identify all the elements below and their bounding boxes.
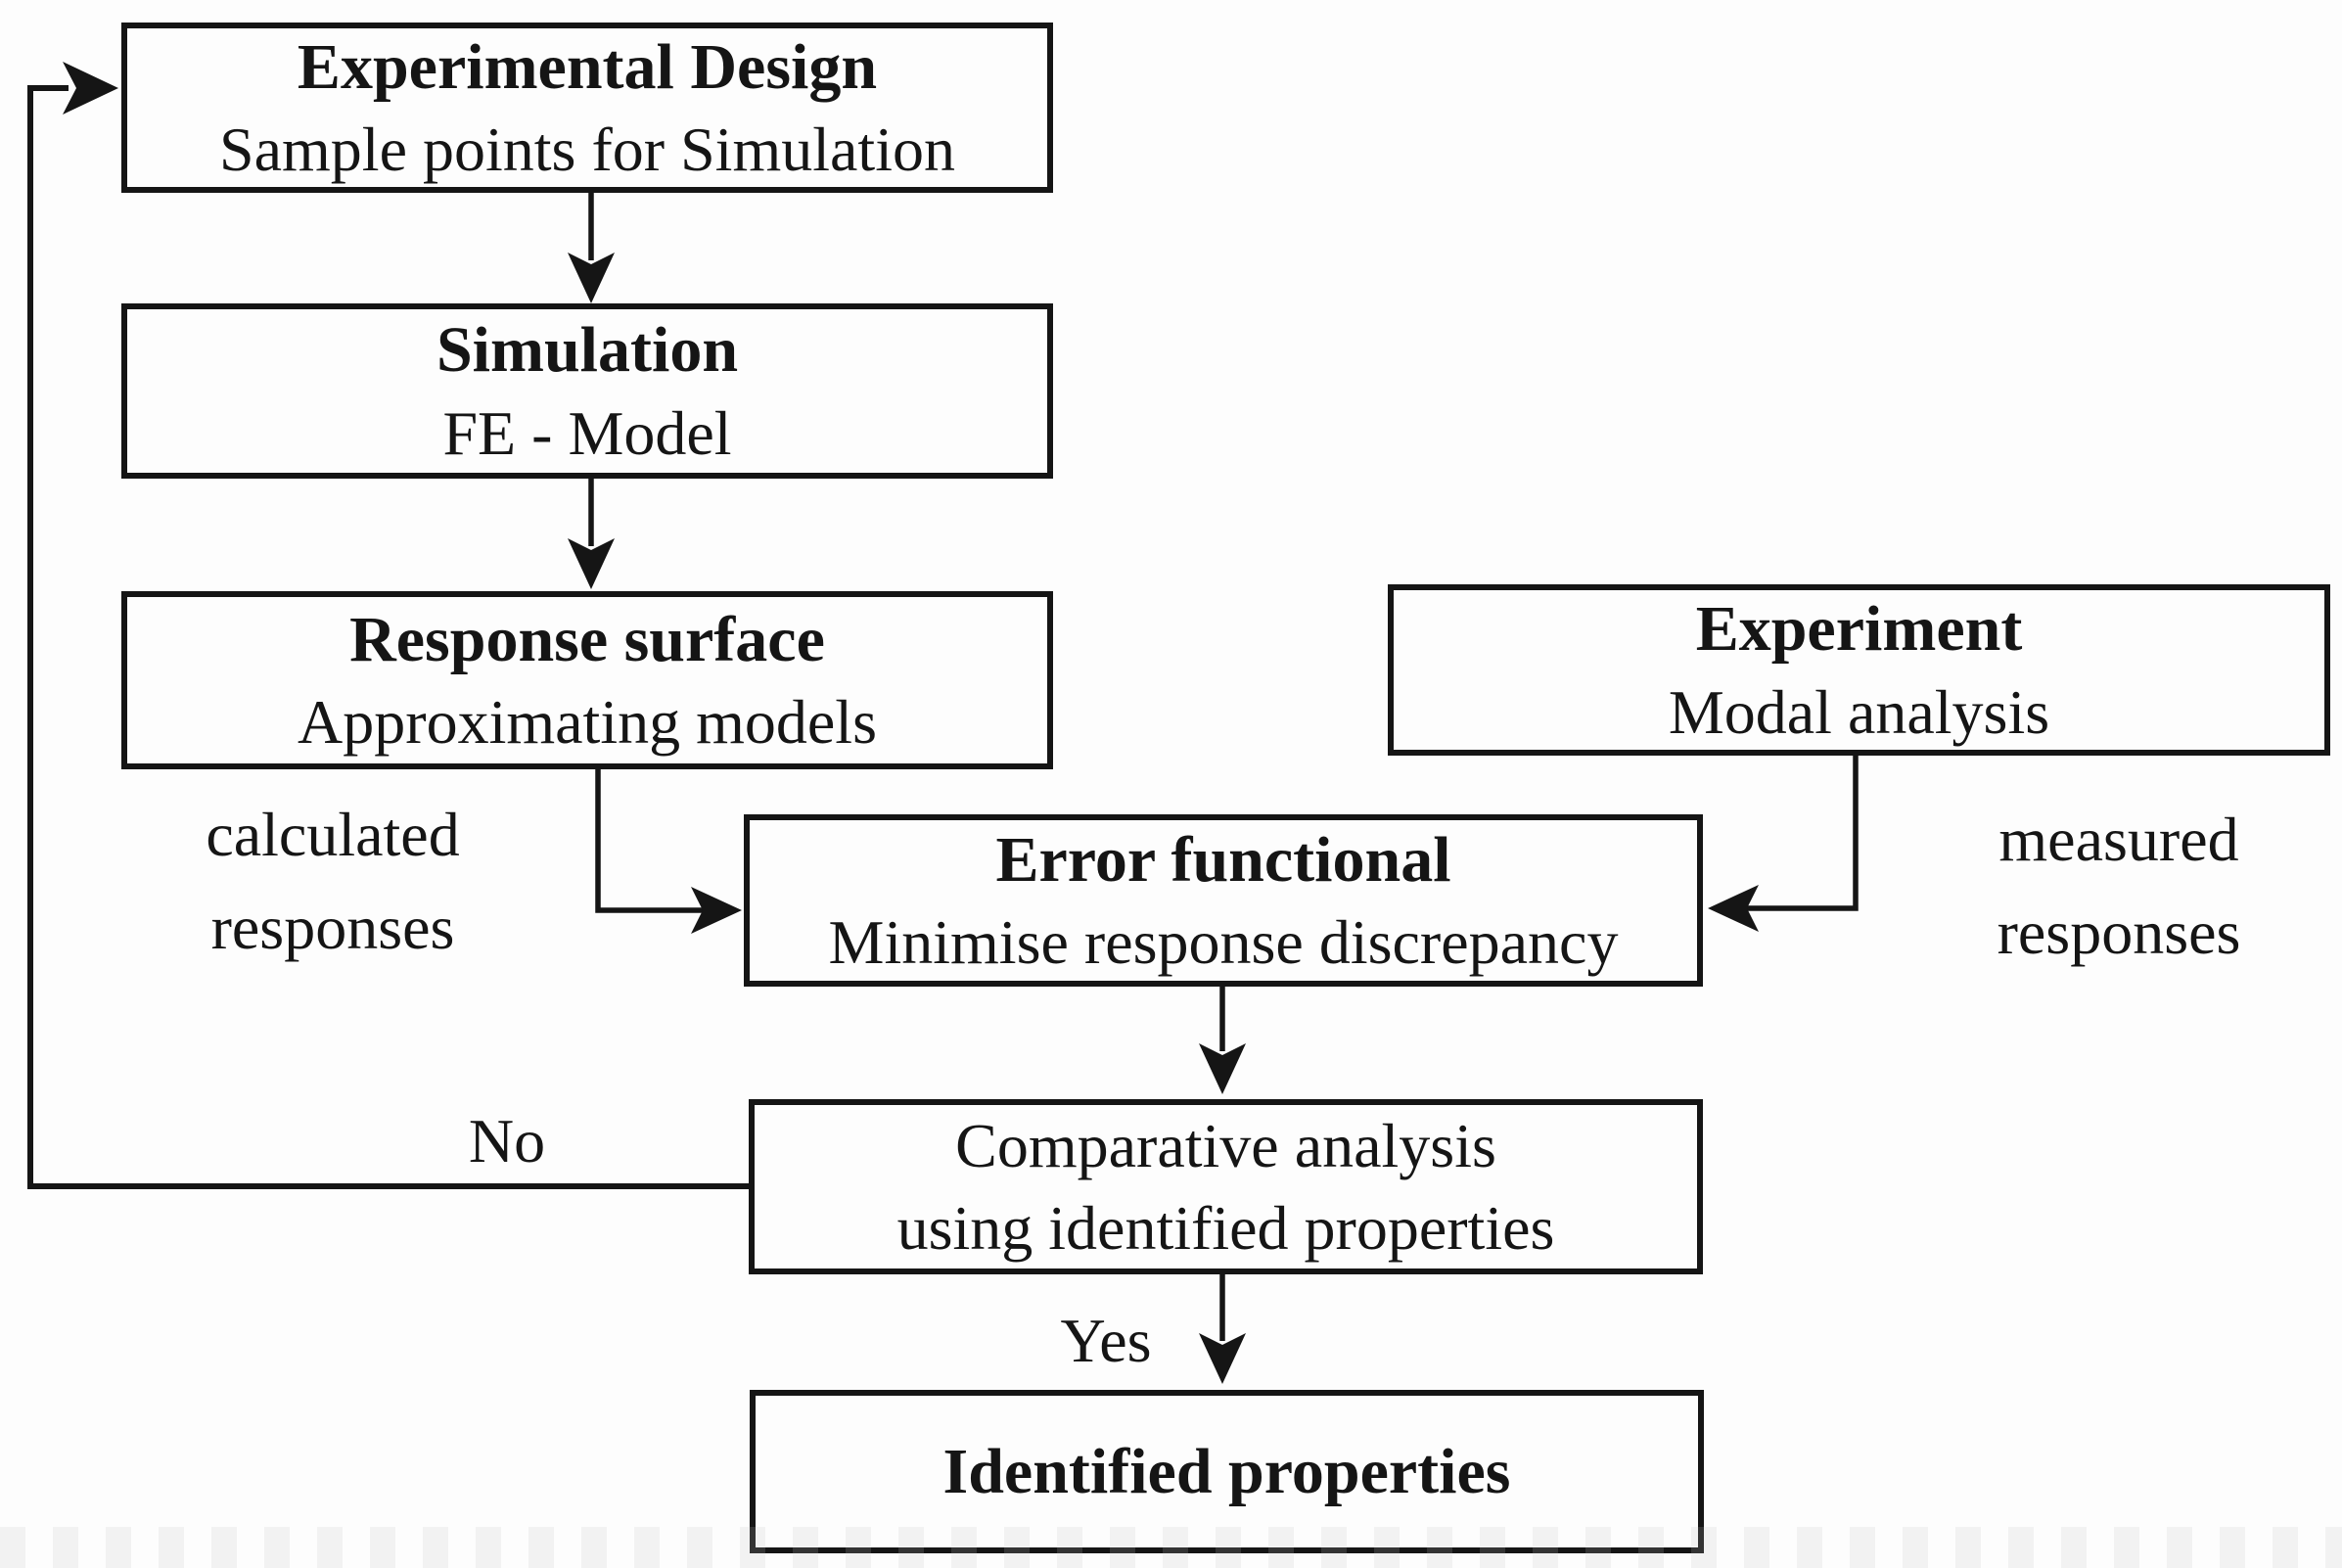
box-response-surface-title: Response surface <box>349 603 825 675</box>
arrow-simulation-to-response-head <box>568 538 615 589</box>
arrow-response-to-error-elbow <box>595 769 707 913</box>
label-calculated-responses-line1: calculated <box>206 800 460 869</box>
box-experimental-design-title: Experimental Design <box>297 30 878 103</box>
box-identified-properties: Identified properties <box>750 1390 1704 1553</box>
box-comparative-analysis-line2: using identified properties <box>896 1192 1555 1263</box>
label-yes: Yes <box>1060 1306 1152 1375</box>
box-simulation-subtitle: FE - Model <box>442 397 732 468</box>
arrow-response-to-error-head <box>691 887 742 934</box>
box-error-functional-title: Error functional <box>995 823 1451 896</box>
arrow-experiment-to-error-head <box>1708 885 1759 932</box>
feedback-no-loop-line <box>27 85 749 1189</box>
box-experimental-design: Experimental Design Sample points for Si… <box>121 23 1053 193</box>
box-simulation-title: Simulation <box>436 314 739 387</box>
box-error-functional-subtitle: Minimise response discrepancy <box>828 907 1619 978</box>
box-error-functional: Error functional Minimise response discr… <box>744 814 1703 987</box>
bottom-scan-artifact <box>0 1527 2342 1568</box>
box-experiment-title: Experiment <box>1695 593 2023 666</box>
box-response-surface-subtitle: Approximating models <box>298 687 877 758</box>
arrow-experiment-to-error-elbow <box>1743 756 1859 911</box>
box-experiment-subtitle: Modal analysis <box>1668 676 2050 747</box>
box-response-surface: Response surface Approximating models <box>121 591 1053 769</box>
feedback-no-loop-head <box>63 62 118 115</box>
arrow-error-to-comparative-head <box>1199 1043 1246 1094</box>
label-measured-responses: measured responses <box>1948 793 2290 979</box>
box-comparative-analysis-line1: Comparative analysis <box>955 1111 1496 1181</box>
arrow-experimental-to-simulation-head <box>568 253 615 303</box>
label-measured-responses-line2: responses <box>1997 898 2241 967</box>
label-measured-responses-line1: measured <box>1998 805 2239 874</box>
label-calculated-responses-line2: responses <box>210 893 455 962</box>
label-calculated-responses: calculated responses <box>147 788 519 974</box>
box-comparative-analysis: Comparative analysis using identified pr… <box>749 1099 1703 1274</box>
box-simulation: Simulation FE - Model <box>121 303 1053 479</box>
box-identified-properties-title: Identified properties <box>942 1435 1511 1507</box>
box-experimental-design-subtitle: Sample points for Simulation <box>219 115 955 185</box>
label-no: No <box>468 1106 546 1176</box>
arrow-comparative-to-identified-head <box>1199 1333 1246 1384</box>
box-experiment: Experiment Modal analysis <box>1388 584 2330 756</box>
